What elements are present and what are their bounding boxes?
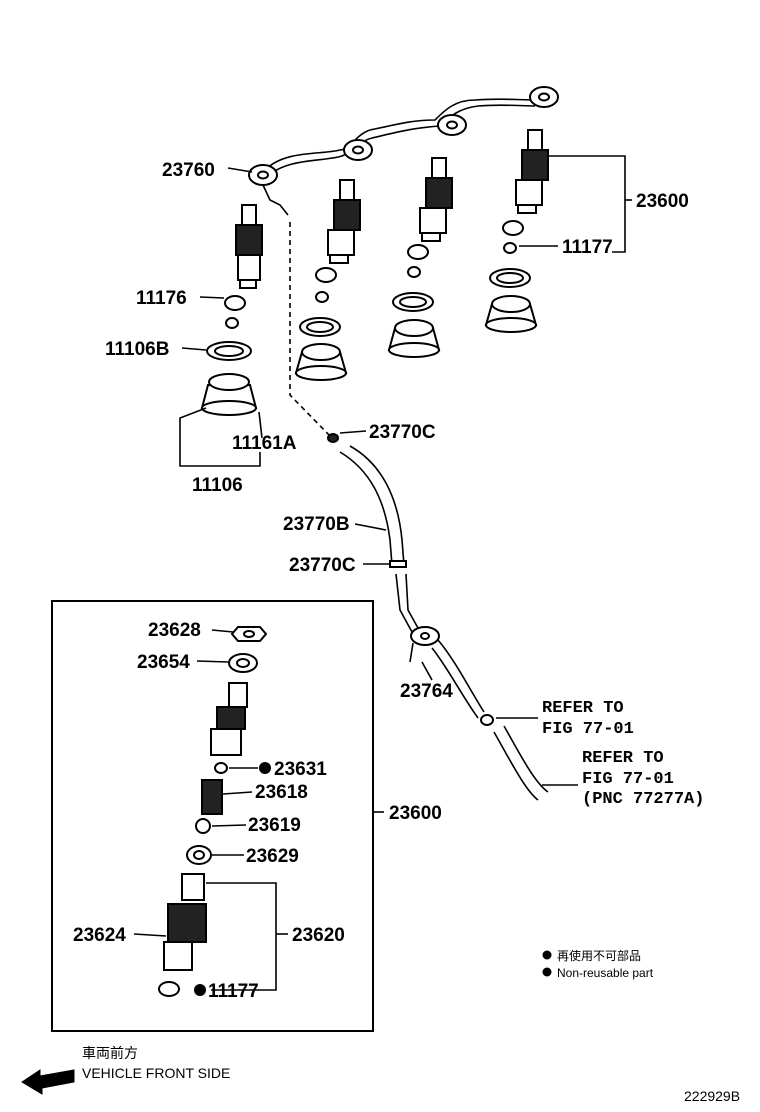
- leakage-hose: [327, 433, 549, 801]
- legend-dot-jp: [542, 950, 552, 960]
- label-23770B: 23770B: [283, 514, 350, 535]
- refer-1-line-2: FIG 77-01: [542, 720, 634, 739]
- legend-jp: 再使用不可部品: [557, 948, 641, 963]
- label-23600-top: 23600: [636, 191, 689, 212]
- refer-2-line-1: REFER TO: [582, 749, 664, 768]
- non-reusable-marker-23631: [259, 762, 271, 774]
- label-11177-box: 11177: [208, 981, 259, 1002]
- front-label-en: VEHICLE FRONT SIDE: [82, 1065, 230, 1081]
- injector-1: [235, 204, 263, 289]
- dashed-connection-line: [289, 222, 333, 439]
- label-23619: 23619: [248, 815, 301, 836]
- label-11161A: 11161A: [232, 433, 297, 454]
- label-23624: 23624: [73, 925, 126, 946]
- refer-2-line-2: FIG 77-01: [582, 770, 674, 789]
- front-direction: 車両前方 VEHICLE FRONT SIDE: [21, 1045, 230, 1095]
- injection-pipe-assembly: [248, 86, 559, 216]
- refer-1-line-1: REFER TO: [542, 699, 624, 718]
- label-23631: 23631: [274, 759, 327, 780]
- label-23628: 23628: [148, 620, 201, 641]
- front-label-jp: 車両前方: [82, 1045, 138, 1061]
- label-11106B: 11106B: [105, 339, 169, 360]
- label-23600-box: 23600: [389, 803, 442, 824]
- leader-lines: [179, 155, 632, 786]
- label-23618: 23618: [255, 782, 308, 803]
- label-11176: 11176: [136, 288, 187, 309]
- injector-2: [327, 179, 361, 264]
- label-23764: 23764: [400, 681, 453, 702]
- legend-en: Non-reusable part: [557, 966, 654, 980]
- part-number-labels: 23760 23600 11177 11176 11106B 23770C 11…: [73, 160, 689, 1002]
- injector-3: [419, 157, 453, 242]
- washers-and-seats: [200, 220, 538, 416]
- injector-row: [235, 129, 549, 289]
- diagram-id: 222929B: [684, 1088, 740, 1104]
- legend-dot-en: [542, 967, 552, 977]
- label-23620: 23620: [292, 925, 345, 946]
- legend: 再使用不可部品 Non-reusable part: [542, 948, 654, 980]
- nozzle-holder-parts: [158, 626, 268, 997]
- front-arrow-icon: [21, 1069, 75, 1095]
- injector-4: [515, 129, 549, 214]
- label-11177-top: 11177: [562, 237, 613, 258]
- refer-to-labels: REFER TO FIG 77-01 REFER TO FIG 77-01 (P…: [542, 699, 704, 809]
- non-reusable-marker-11177: [194, 984, 206, 996]
- label-23654: 23654: [137, 652, 190, 673]
- label-11106: 11106: [192, 475, 243, 496]
- refer-2-line-3: (PNC 77277A): [582, 790, 704, 809]
- label-23770C-a: 23770C: [369, 422, 436, 443]
- inset-leader-lines: [133, 629, 384, 991]
- label-23770C-b: 23770C: [289, 555, 356, 576]
- label-23629: 23629: [246, 846, 299, 867]
- exploded-view-box: [51, 600, 374, 1032]
- label-23760: 23760: [162, 160, 215, 181]
